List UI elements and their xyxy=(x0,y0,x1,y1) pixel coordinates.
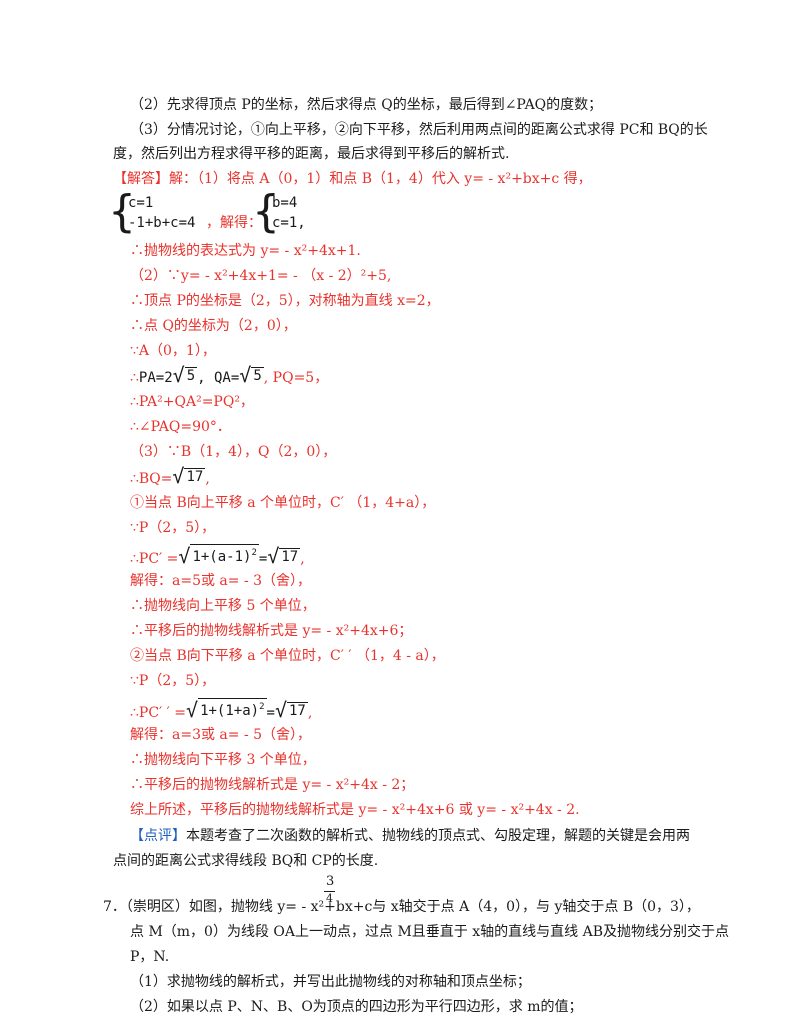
comment-label: 【点评】 xyxy=(130,828,186,844)
solution-line: 解得：a=3或 a= - 5（舍）， xyxy=(130,727,312,743)
comment: 【点评】本题考查了二次函数的解析式、抛物线的顶点式、勾股定理，解题的关键是会用两 xyxy=(130,826,690,846)
solution-line: ∴抛物线向上平移 5 个单位， xyxy=(130,598,316,614)
solution-line-pa-qa: ∴PA=2√5, QA=√5, PQ=5， xyxy=(130,363,329,388)
solution-eq-1: b=4 xyxy=(272,195,298,211)
qa-expr: , QA= xyxy=(197,370,240,386)
problem-7-question-2: （2）如果以点 P、N、B、O为顶点的四边形为平行四边形，求 m的值； xyxy=(130,999,583,1015)
analysis-step-2: （2）先求得顶点 P的坐标，然后求得点 Q的坐标，最后得到∠PAQ的度数； xyxy=(130,97,603,113)
comment-cont: 点间的距离公式求得线段 BQ和 CP的长度. xyxy=(113,853,379,869)
solution-line: ∵A（0，1）， xyxy=(130,343,216,359)
solution-line: ∵P（2，5）， xyxy=(130,673,216,689)
problem-7-line-1: 7．（崇明区）如图，抛物线 y= - x²+bx+c与 x轴交于点 A（4，0）… xyxy=(103,899,700,915)
solution-line-bq: ∴BQ=√17, xyxy=(130,464,210,488)
sqrt-17: √17 xyxy=(274,698,308,722)
solution-line: ②当点 B向下平移 a 个单位时，C′ ′ （1，4 - a）， xyxy=(130,648,445,664)
solution-brace-left: { xyxy=(252,186,280,237)
solution-label: 【解答】解： xyxy=(113,171,197,187)
problem-7-line-2: 点 M（m，0）为线段 OA上一动点，过点 M且垂直于 x轴的直线与直线 AB及… xyxy=(130,924,729,940)
system-brace-left: { xyxy=(108,186,136,237)
fraction-numerator: 3 xyxy=(326,874,335,889)
fraction-bar xyxy=(324,891,335,892)
system-eq-1: c=1 xyxy=(128,195,154,211)
pa-expr: PA=2 xyxy=(138,370,173,386)
solution-line: ∴平移后的抛物线解析式是 y= - x²+4x+6； xyxy=(130,623,413,639)
solution-intro: 【解答】解：（1）将点 A（0，1）和点 B（1，4）代入 y= - x²+bx… xyxy=(113,169,592,189)
therefore-sign: ∴ xyxy=(130,370,139,386)
solution-line: ∴抛物线向下平移 3 个单位， xyxy=(130,752,316,768)
solution-summary: 综上所述，平移后的抛物线解析式是 y= - x²+4x+6 或 y= - x²+… xyxy=(130,802,580,818)
fraction-denominator: 4 xyxy=(326,892,333,905)
solution-line: ∴PA²+QA²=PQ²， xyxy=(130,394,254,410)
solution-line: ∴点 Q的坐标为（2，0）， xyxy=(130,318,297,334)
problem-7-line-3: P，N. xyxy=(130,949,170,965)
sqrt-5: √5 xyxy=(239,363,264,387)
sqrt-17: √17 xyxy=(172,464,206,488)
solution-line: （3）∵B（1，4），Q（2，0）， xyxy=(130,444,337,460)
solution-line: ∴顶点 P的坐标是（2，5），对称轴为直线 x=2， xyxy=(130,293,440,309)
problem-7-question-1: （1）求抛物线的解析式，并写出此抛物线的对称轴和顶点坐标； xyxy=(130,974,531,990)
solution-line-pc: ∴PC′ =√1+(a-1)2=√17, xyxy=(130,544,305,568)
solution-eq-2: c=1, xyxy=(272,215,306,231)
solution-line: ∴抛物线的表达式为 y= - x²+4x+1. xyxy=(130,243,361,259)
analysis-step-3-cont: 度，然后列出方程求得平移的距离，最后求得到平移后的解析式. xyxy=(113,146,510,162)
solution-line: 解得：a=5或 a= - 3（舍）， xyxy=(130,573,312,589)
system-eq-2: -1+b+c=4 xyxy=(128,215,196,231)
sqrt-17: √17 xyxy=(267,544,301,568)
sqrt-expression: √1+(a-1)2 xyxy=(178,544,259,568)
solve-word: ，解得： xyxy=(206,215,262,231)
comment-text: 本题考查了二次函数的解析式、抛物线的顶点式、勾股定理，解题的关键是会用两 xyxy=(186,828,690,844)
solution-line: ①当点 B向上平移 a 个单位时，C′ （1，4+a）， xyxy=(130,495,436,511)
solution-line: ∴∠PAQ=90°． xyxy=(130,419,231,435)
sqrt-5: √5 xyxy=(172,363,198,387)
solution-line-pc2: ∴PC′ ′ =√1+(1+a)2=√17, xyxy=(130,698,313,722)
sqrt-expression: √1+(1+a)2 xyxy=(186,698,267,722)
solution-line: ∴平移后的抛物线解析式是 y= - x²+4x - 2； xyxy=(130,777,415,793)
analysis-step-3: （3）分情况讨论，①向上平移，②向下平移，然后利用两点间的距离公式求得 PC和 … xyxy=(130,122,708,138)
solution-step-1: （1）将点 A（0，1）和点 B（1，4）代入 y= - x²+bx+c 得， xyxy=(197,171,592,187)
solution-line: （2）∵y= - x²+4x+1= - （x - 2）²+5, xyxy=(130,268,392,284)
solution-line: ∵P（2，5）， xyxy=(130,520,216,536)
pq-expr: , PQ=5， xyxy=(263,370,329,386)
